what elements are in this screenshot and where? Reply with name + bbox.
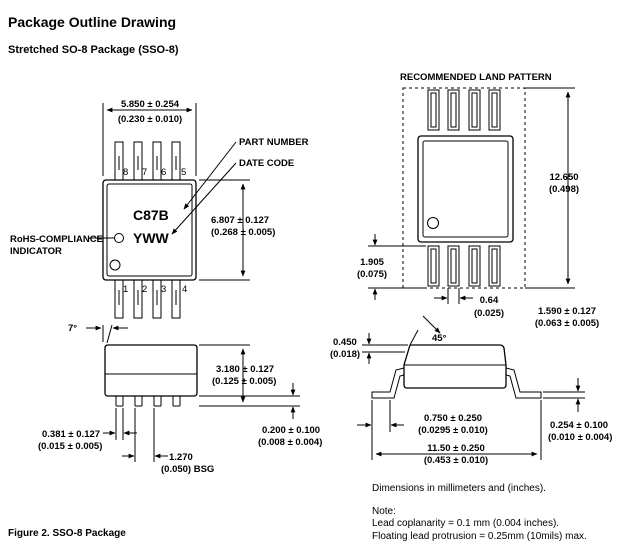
height-in-label: (0.268 ± 0.005) <box>211 227 275 238</box>
lead-w-in-label: (0.015 ± 0.005) <box>38 441 102 452</box>
pin-7-label: 7 <box>142 167 147 178</box>
pitch-in-label: (0.063 ± 0.005) <box>535 318 599 329</box>
pin-8-label: 8 <box>123 167 128 178</box>
side-body <box>104 344 198 397</box>
angle-ext-draft <box>106 324 113 344</box>
top-leads <box>114 141 181 181</box>
lead-t-mm-label: 0.254 ± 0.100 <box>550 420 608 431</box>
rohs-indicator-circle <box>114 233 124 243</box>
height-mm-label: 6.807 ± 0.127 <box>211 215 269 226</box>
pin-3-label: 3 <box>161 284 166 295</box>
pin-5-label: 5 <box>181 167 186 178</box>
right-gull-lead <box>505 367 542 399</box>
land-top-pads <box>427 89 501 131</box>
lead-t-in-label: (0.010 ± 0.004) <box>548 432 612 443</box>
width-mm-label: 5.850 ± 0.254 <box>121 99 180 110</box>
pad-w-mm-label: 0.64 <box>480 295 499 306</box>
end-view <box>357 315 585 460</box>
note-title: Note: <box>372 506 396 517</box>
pad-len-mm-label: 1.905 <box>360 257 384 268</box>
date-code-leader <box>171 162 237 235</box>
bottom-leads <box>114 279 181 319</box>
part-number-leader <box>183 141 237 210</box>
pad-w-in-label: (0.025) <box>474 308 504 319</box>
pitch-in-label: (0.050) BSG <box>161 464 214 475</box>
marking-date-code: YWW <box>133 230 170 246</box>
top-view <box>88 103 250 319</box>
side-height-in-label: (0.125 ± 0.005) <box>212 376 276 387</box>
figure-caption: Figure 2. SSO-8 Package <box>8 528 126 539</box>
chamfer-angle-leader <box>422 315 441 334</box>
top-view-body <box>102 179 197 281</box>
part-number-label: PART NUMBER <box>239 137 309 148</box>
rohs-label-line1: RoHS-COMPLIANCE <box>10 234 103 245</box>
left-gull-lead <box>371 367 405 399</box>
pitch-mm-label: 1.590 ± 0.127 <box>538 306 596 317</box>
overall-mm-label: 11.50 ± 0.250 <box>427 443 485 454</box>
standoff-mm-label: 0.200 ± 0.100 <box>262 425 320 436</box>
width-in-label: (0.230 ± 0.010) <box>118 114 182 125</box>
top-view-inner-outline <box>106 183 193 277</box>
pad-len-in-label: (0.075) <box>357 269 387 280</box>
units-note: Dimensions in millimeters and (inches). <box>372 483 546 494</box>
chamfer-in-label: (0.018) <box>330 349 360 360</box>
land-pin1-dot <box>427 217 439 229</box>
land-pattern-boundary <box>402 87 526 289</box>
side-view <box>86 324 300 462</box>
package-subtitle: Stretched SO-8 Package (SSO-8) <box>8 44 179 56</box>
pin1-dot <box>109 259 121 271</box>
note-coplanarity: Lead coplanarity = 0.1 mm (0.004 inches)… <box>372 518 560 529</box>
chamfer-angle-label: 45° <box>432 333 447 344</box>
marking-part-number: C87B <box>133 207 169 223</box>
date-code-label: DATE CODE <box>239 158 294 169</box>
side-height-mm-label: 3.180 ± 0.127 <box>216 364 274 375</box>
land-pattern-title: RECOMMENDED LAND PATTERN <box>400 72 552 83</box>
pitch-mm-label: 1.270 <box>169 452 193 463</box>
pin-6-label: 6 <box>161 167 166 178</box>
side-leads <box>115 396 181 407</box>
land-height-in-label: (0.498) <box>549 184 579 195</box>
pin-4-label: 4 <box>182 284 187 295</box>
chamfer-mm-label: 0.450 <box>333 337 357 348</box>
note-protrusion: Floating lead protrusion = 0.25mm (10mil… <box>372 531 587 542</box>
pin-2-label: 2 <box>142 284 147 295</box>
foot-mm-label: 0.750 ± 0.250 <box>424 413 482 424</box>
draft-angle-label: 7° <box>68 323 77 334</box>
lead-w-mm-label: 0.381 ± 0.127 <box>42 429 100 440</box>
land-bottom-pads <box>427 245 501 287</box>
land-height-mm-label: 12.650 <box>549 172 578 183</box>
land-body <box>417 135 514 243</box>
drawing-title: Package Outline Drawing <box>8 14 177 30</box>
foot-in-label: (0.0295 ± 0.010) <box>418 425 488 436</box>
pin-1-label: 1 <box>123 284 128 295</box>
rohs-label-line2: INDICATOR <box>10 246 62 257</box>
overall-in-label: (0.453 ± 0.010) <box>424 455 488 466</box>
standoff-in-label: (0.008 ± 0.004) <box>258 437 322 448</box>
land-pattern-view <box>368 87 575 304</box>
land-body-inner <box>422 140 509 238</box>
end-body <box>403 344 507 389</box>
chamfer-ext <box>409 329 419 346</box>
